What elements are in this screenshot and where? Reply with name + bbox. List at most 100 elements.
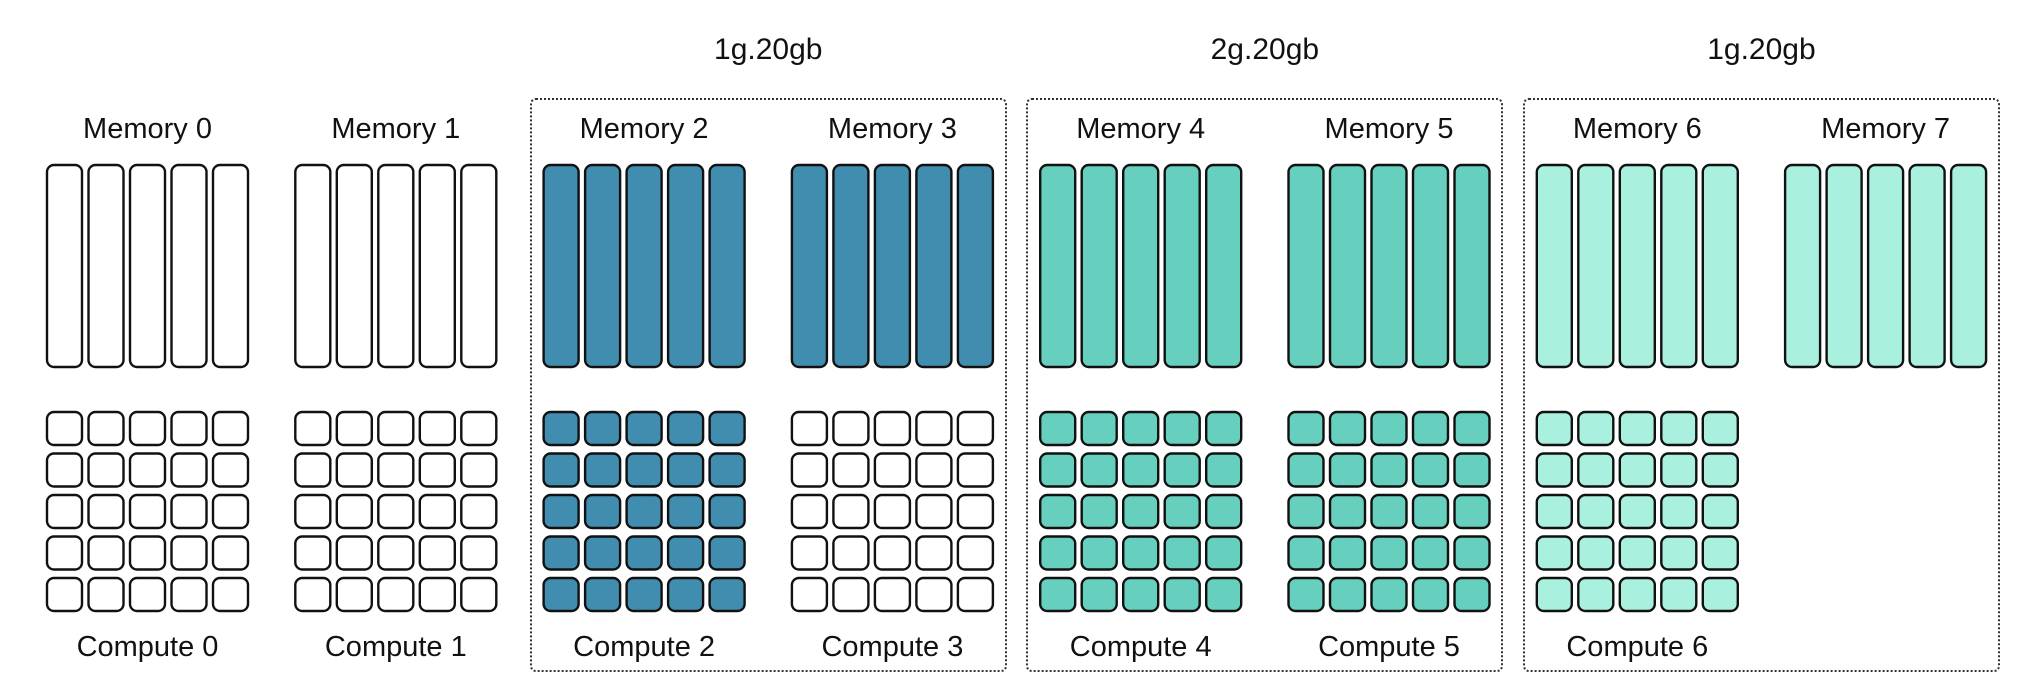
compute-cell (418, 535, 456, 571)
compute-cell (45, 535, 84, 571)
compute-cell (377, 535, 415, 571)
compute-cell (1411, 493, 1450, 530)
compute-cell (1038, 410, 1077, 447)
memory-bar (1453, 163, 1491, 369)
compute-cell (1080, 410, 1118, 447)
compute-cell (625, 576, 663, 613)
memory-bar (1038, 163, 1077, 369)
compute-cell (625, 452, 663, 488)
memory-slice-label: Memory 2 (579, 113, 709, 145)
group-label: 2g.20gb (1210, 33, 1320, 66)
compute-cell (211, 576, 250, 613)
compute-cell (625, 410, 663, 447)
compute-cell (832, 535, 870, 571)
compute-cell (1535, 452, 1574, 488)
group-label: 1g.20gb (1707, 33, 1816, 66)
compute-cell (790, 410, 829, 447)
compute-cell (170, 576, 208, 613)
compute-cell (1453, 535, 1491, 571)
compute-cell (1163, 452, 1201, 488)
compute-cell (1038, 452, 1077, 488)
compute-cell (832, 410, 870, 447)
compute-cell (1204, 452, 1243, 488)
compute-cell (294, 576, 332, 613)
compute-cell (1121, 576, 1160, 613)
memory-bar (1701, 163, 1740, 369)
compute-cell (1204, 410, 1243, 447)
compute-cell (87, 452, 125, 488)
compute-cell (1701, 493, 1740, 530)
memory-bar (873, 163, 912, 369)
memory-bar (335, 163, 373, 369)
memory-bar (1618, 163, 1657, 369)
compute-cell (1453, 452, 1491, 488)
memory-bar (1121, 163, 1160, 369)
compute-cell (294, 493, 332, 530)
compute-cell (915, 493, 953, 530)
compute-cell (832, 576, 870, 613)
compute-cell (87, 410, 125, 447)
compute-cell (1163, 493, 1201, 530)
compute-cell (915, 535, 953, 571)
compute-cell (542, 576, 580, 613)
compute-cell (666, 452, 705, 488)
compute-cell (460, 535, 498, 571)
compute-cell (790, 452, 829, 488)
compute-cell (1080, 535, 1118, 571)
compute-cell (915, 576, 953, 613)
compute-cell (583, 410, 622, 447)
memory-bar (1783, 163, 1822, 369)
compute-cell (873, 452, 912, 488)
compute-cell (1618, 452, 1657, 488)
compute-cell (1163, 535, 1201, 571)
compute-cell (1453, 576, 1491, 613)
compute-cell (1535, 410, 1574, 447)
compute-cell (1328, 535, 1367, 571)
memory-bar (1370, 163, 1408, 369)
compute-cell (460, 452, 498, 488)
compute-cell (335, 576, 373, 613)
compute-cell (170, 452, 208, 488)
compute-cell (873, 576, 912, 613)
memory-bar (915, 163, 953, 369)
memory-bar (1535, 163, 1574, 369)
compute-cell (1660, 410, 1698, 447)
memory-bar (418, 163, 456, 369)
compute-cell (128, 410, 167, 447)
memory-bar (1825, 163, 1863, 369)
compute-cell (1287, 535, 1325, 571)
memory-slice-label: Memory 5 (1324, 113, 1454, 145)
compute-cell (1370, 493, 1408, 530)
memory-bar (708, 163, 746, 369)
compute-cell (542, 493, 580, 530)
compute-cell (418, 576, 456, 613)
compute-cell (542, 535, 580, 571)
compute-cell (460, 576, 498, 613)
compute-slice-label: Compute 4 (1069, 631, 1212, 663)
compute-cell (542, 410, 580, 447)
compute-cell (1287, 493, 1325, 530)
compute-cell (335, 452, 373, 488)
compute-cell (583, 452, 622, 488)
compute-cell (1660, 493, 1698, 530)
compute-cell (211, 452, 250, 488)
compute-cell (915, 410, 953, 447)
memory-bar (625, 163, 663, 369)
compute-cell (1577, 493, 1615, 530)
compute-cell (1287, 452, 1325, 488)
compute-cell (1080, 493, 1118, 530)
compute-cell (1163, 410, 1201, 447)
compute-cell (1121, 535, 1160, 571)
compute-cell (625, 535, 663, 571)
compute-cell (294, 410, 332, 447)
memory-bar (1908, 163, 1946, 369)
compute-cell (790, 493, 829, 530)
compute-cell (335, 493, 373, 530)
memory-bar (1660, 163, 1698, 369)
compute-cell (1577, 535, 1615, 571)
compute-cell (1287, 576, 1325, 613)
compute-slice-label: Compute 3 (821, 631, 964, 663)
compute-cell (1370, 576, 1408, 613)
compute-cell (211, 535, 250, 571)
